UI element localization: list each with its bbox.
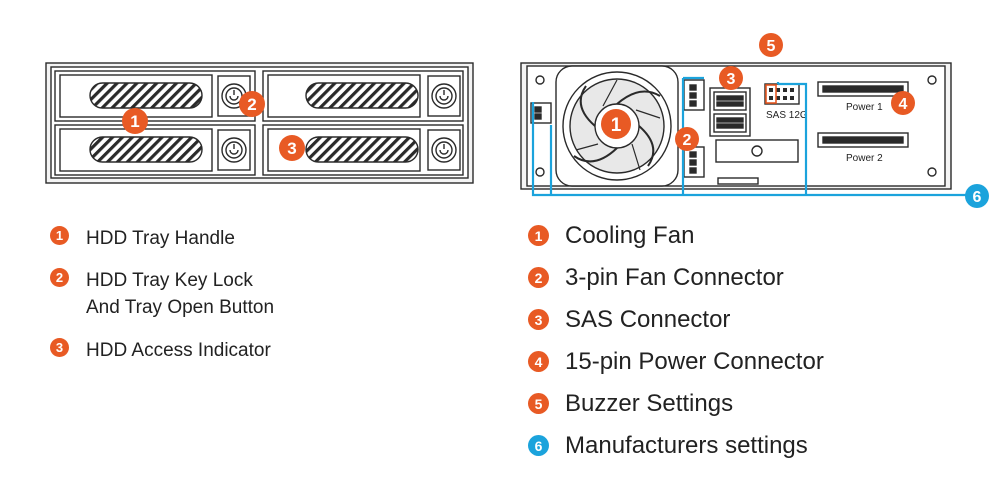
front-callout-1: 1 [122, 108, 148, 134]
svg-text:3: 3 [287, 139, 296, 158]
rear-callout-5: 5 [759, 33, 783, 57]
legend-item-tray-handle: 1 HDD Tray Handle [50, 225, 235, 252]
legend-item-buzzer-settings: 5 Buzzer Settings [528, 390, 733, 418]
front-callout-2: 2 [239, 91, 265, 117]
sas-12g-label: SAS 12G [766, 110, 808, 121]
number-badge: 1 [50, 226, 69, 245]
manufacturer-settings-leaders [531, 76, 966, 197]
front-callout-3: 3 [279, 135, 305, 161]
number-badge: 3 [50, 338, 69, 357]
legend-label: HDD Access Indicator [86, 340, 271, 361]
number-badge: 2 [528, 267, 549, 288]
rear-callout-3: 3 [719, 66, 743, 90]
legend-item-sas-connector: 3 SAS Connector [528, 306, 730, 334]
legend-label: Buzzer Settings [565, 390, 734, 417]
legend-label: HDD Tray Key Lock And Tray Open Button [86, 267, 274, 321]
legend-label: 15-pin Power Connector [565, 348, 824, 375]
svg-text:1: 1 [611, 115, 622, 136]
legend-label-line-2: And Tray Open Button [86, 297, 275, 318]
hdd-tray-bottom-left [54, 124, 256, 176]
legend-item-cooling-fan: 1 Cooling Fan [528, 222, 694, 250]
hdd-tray-handle [89, 136, 203, 163]
power-2-label: Power 2 [846, 153, 883, 164]
svg-text:5: 5 [767, 38, 776, 55]
number-badge: 2 [50, 268, 69, 287]
hdd-tray-top-left [54, 70, 256, 122]
sas-connector [709, 87, 751, 137]
hdd-tray-handle [89, 82, 203, 109]
legend-item-fan-connector: 2 3-pin Fan Connector [528, 264, 784, 292]
number-badge: 1 [528, 225, 549, 246]
rear-callout-6: 6 [965, 184, 989, 208]
number-badge: 3 [528, 309, 549, 330]
hdd-tray-handle [305, 82, 419, 109]
number-badge: 5 [528, 393, 549, 414]
power-connector-1 [817, 81, 909, 97]
power-1-label: Power 1 [846, 102, 883, 113]
hdd-tray-top-right [262, 70, 464, 122]
number-badge: 4 [528, 351, 549, 372]
legend-label: 3-pin Fan Connector [565, 264, 784, 291]
legend-label: Cooling Fan [565, 222, 695, 249]
legend-label: SAS Connector [565, 306, 731, 333]
rear-callout-4: 4 [891, 91, 915, 115]
svg-text:1: 1 [130, 112, 139, 131]
rear-callout-2: 2 [675, 127, 699, 151]
power-connector-2 [817, 132, 909, 148]
legend-label-line-1: HDD Tray Key Lock [86, 270, 253, 291]
svg-text:2: 2 [683, 132, 692, 149]
svg-text:6: 6 [973, 189, 982, 206]
hdd-tray-handle [305, 136, 419, 163]
number-badge: 6 [528, 435, 549, 456]
legend-item-access-indicator: 3 HDD Access Indicator [50, 337, 271, 364]
front-panel [45, 62, 474, 184]
legend-item-power-connector: 4 15-pin Power Connector [528, 348, 824, 376]
rear-callout-1: 1 [601, 109, 631, 139]
legend-label: HDD Tray Handle [86, 228, 235, 249]
svg-text:2: 2 [247, 95, 256, 114]
legend-label: Manufacturers settings [565, 432, 808, 459]
svg-text:3: 3 [727, 71, 736, 88]
legend-item-key-lock: 2 HDD Tray Key Lock And Tray Open Button [50, 267, 274, 321]
legend-item-manufacturer-settings: 6 Manufacturers settings [528, 432, 808, 460]
svg-text:4: 4 [899, 96, 908, 113]
